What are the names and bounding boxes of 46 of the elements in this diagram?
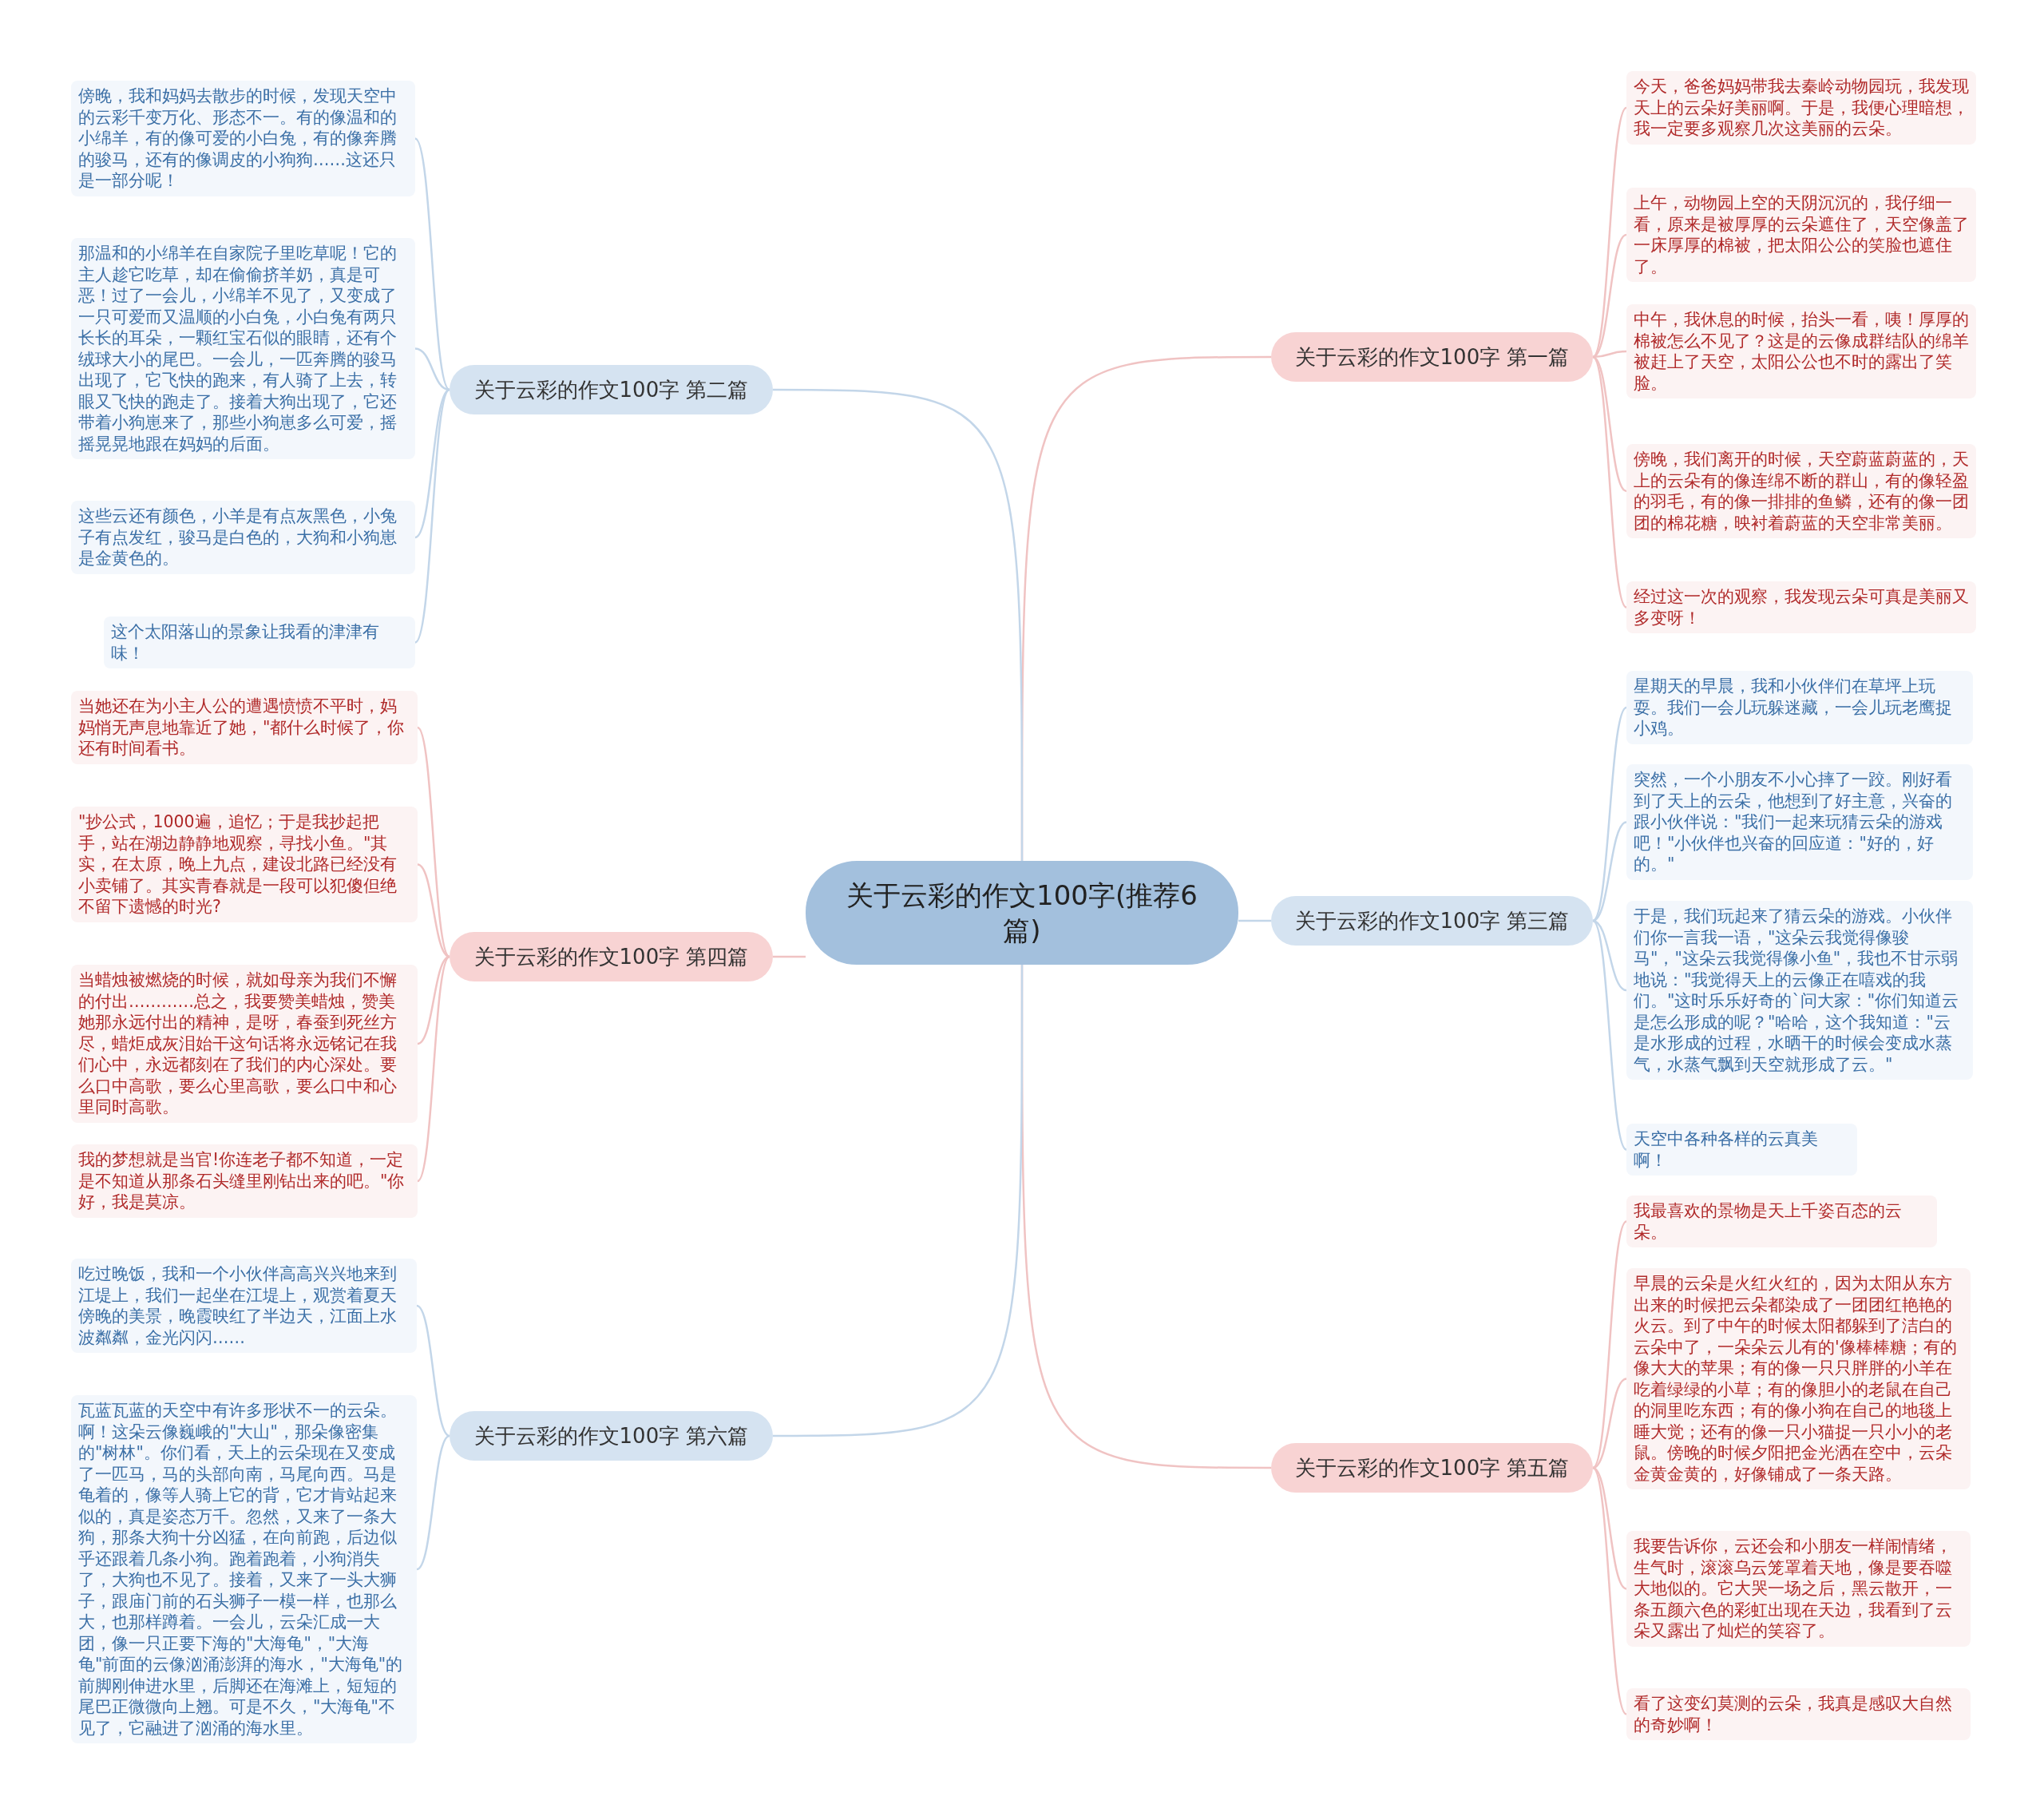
- connector-line: [1592, 107, 1627, 358]
- paragraph-card: 傍晚，我们离开的时候，天空蔚蓝蔚蓝的，天上的云朵有的像连绵不断的群山，有的像轻盈的羽毛，有的像一排排的鱼鳞，还有的像一团团的棉花糖，映衬着蔚蓝的天空非常美丽。: [1626, 444, 1976, 538]
- paragraph-card: 这个太阳落山的景象让我看的津津有味！: [104, 617, 415, 668]
- connector-line: [1592, 1467, 1627, 1715]
- paragraph-card: 瓦蓝瓦蓝的天空中有许多形状不一的云朵。啊！这朵云像巍峨的"大山"，那朵像密集的"树林"。你们看，天上的云朵现在又变成了一匹马，马的头部向南，马尾向西。马是龟着的，像等人骑上它的背，它才肯站起来似的，真是姿态万千。忽然，又来了一条大狗，那条大狗十分凶猛，在向前跑，后边似乎还跟着几条小狗。跑着跑着，小狗消失了，大狗也不见了。接着，又来了一头大狮子，跟庙门前的石头狮子一模一样，也那么大，也那样蹲着。一会儿，云朵汇成一大团，像一只正要下海的"大海龟"，"大海龟"前面的云像汹涌澎湃的海水，"大海龟"的前脚刚伸进水里，后脚还在海滩上，短短的尾巴正微微向上翘。可是不久，"大海龟"不见了，它融进了汹涌的海水里。: [71, 1395, 417, 1743]
- paragraph-card: 吃过晚饭，我和一个小伙伴高高兴兴地来到江堤上，我们一起坐在江堤上，观赏着夏天傍晚的美景，晚霞映红了半边天，江面上水波粼粼，金光闪闪……: [71, 1259, 417, 1353]
- connector-line: [1592, 1220, 1627, 1469]
- connector-line: [414, 137, 450, 391]
- paragraph-card: 经过这一次的观察，我发现云朵可真是美丽又多变呀！: [1626, 581, 1976, 633]
- connector-line: [1592, 707, 1627, 922]
- central-topic-box: 关于云彩的作文100字(推荐6篇): [806, 861, 1238, 965]
- paragraph-card: 当蜡烛被燃烧的时候，就如母亲为我们不懈的付出…………总之，我要赞美蜡烛，赞美她那永远付出的精神，是呀，春蚕到死丝方尽，蜡炬成灰泪始干这句话将永远铭记在我们心中，永远都刻在了我们的内心深处。要么口中高歌，要么心里高歌，要么口中和心里同时高歌。: [71, 965, 418, 1123]
- connector-line: [414, 389, 450, 644]
- paragraph-card: 我的梦想就是当官!你连老子都不知道，一定是不知道从那条石头缝里刚钻出来的吧。"你好，我是莫凉。: [71, 1144, 418, 1218]
- paragraph-card: 那温和的小绵羊在自家院子里吃草呢！它的主人趁它吃草，却在偷偷挤羊奶，真是可恶！过了一会儿，小绵羊不见了，又变成了一只可爱而又温顺的小白兔，小白兔有两只长长的耳朵，一颗红宝石似的眼睛，还有个绒球大小的尾巴。一会儿，一匹奔腾的骏马出现了，它飞快的跑来，有人骑了上去，转眼又飞快的跑走了。接着大狗出现了，它还带着小狗崽来了，那些小狗崽多么可爱，摇摇晃晃地跟在妈妈的后面。: [71, 238, 415, 459]
- paragraph-card: 这些云还有颜色，小羊是有点灰黑色，小兔子有点发红，骏马是白色的，大狗和小狗崽是金黄色的。: [71, 501, 415, 574]
- paragraph-card: 我最喜欢的景物是天上千姿百态的云朵。: [1626, 1195, 1937, 1247]
- connector-line: [773, 965, 1024, 1437]
- paragraph-card: 我要告诉你，云还会和小朋友一样闹情绪，生气时，滚滚乌云笼罩着天地，像是要吞噬大地似的。它大哭一场之后，黑云散开，一条五颜六色的彩虹出现在天边，我看到了云朵又露出了灿烂的笑容了。: [1626, 1531, 1971, 1647]
- paragraph-card: 今天，爸爸妈妈带我去秦岭动物园玩，我发现天上的云朵好美丽啊。于是，我便心理暗想，我一定要多观察几次这美丽的云朵。: [1626, 71, 1976, 145]
- branch-topic-box: 关于云彩的作文100字 第三篇: [1271, 896, 1593, 946]
- paragraph-card: 上午，动物园上空的天阴沉沉的，我仔细一看，原来是被厚厚的云朵遮住了，天空像盖了一床厚厚的棉被，把太阳公公的笑脸也遮住了。: [1626, 188, 1976, 282]
- branch-topic-box: 关于云彩的作文100字 第六篇: [450, 1411, 773, 1461]
- paragraph-card: 傍晚，我和妈妈去散步的时候，发现天空中的云彩千变万化、形态不一。有的像温和的小绵羊，有的像可爱的小白兔，有的像奔腾的骏马，还有的像调皮的小狗狗……这还只是一部分呢！: [71, 81, 415, 196]
- connector-line: [417, 727, 450, 958]
- connector-line: [1238, 919, 1271, 922]
- paragraph-card: 中午，我休息的时候，抬头一看，咦！厚厚的棉被怎么不见了？这是的云像成群结队的绵羊被赶上了天空，太阳公公也不时的露出了笑脸。: [1626, 304, 1976, 398]
- paragraph-card: 看了这变幻莫测的云朵，我真是感叹大自然的奇妙啊！: [1626, 1688, 1971, 1740]
- paragraph-card: 当她还在为小主人公的遭遇愤愤不平时，妈妈悄无声息地靠近了她，"都什么时候了，你还有时间看书。: [71, 691, 418, 764]
- connector-line: [1592, 920, 1627, 1151]
- paragraph-card: "抄公式，1000遍，追忆；于是我抄起把手，站在湖边静静地观察，寻找小鱼。"其实，在太原，晚上九点，建设北路已经没有小卖铺了。其实青春就是一段可以犯傻但绝不留下遗憾的时光?: [71, 807, 418, 922]
- connector-line: [1592, 356, 1627, 609]
- connector-line: [416, 1304, 450, 1437]
- paragraph-card: 于是，我们玩起来了猜云朵的游戏。小伙伴们你一言我一语，"这朵云我觉得像骏马"，"这朵云我觉得像小鱼"，我也不甘示弱地说："我觉得天上的云像正在嘻戏的我们。"这时乐乐好奇的`问大家："你们知道云是怎么形成的呢？"哈哈，这个我知道："云是水形成的过程，水晒干的时候会变成水蒸气，水蒸气飘到天空就形成了云。": [1626, 901, 1973, 1080]
- paragraph-card: 早晨的云朵是火红火红的，因为太阳从东方出来的时候把云朵都染成了一团团红艳艳的火云。到了中午的时候太阳都躲到了洁白的云朵中了，一朵朵云儿有的'像棒棒糖；有的像大大的苹果；有的像一只只胖胖的小羊在吃着绿绿的小草；有的像胆小的老鼠在自己的洞里吃东西；有的像小狗在自己的地毯上睡大觉；还有的像一只小猫捉一只小小的老鼠。傍晚的时候夕阳把金光洒在空中，云朵金黄金黄的，好像铺成了一条天路。: [1626, 1268, 1971, 1489]
- branch-topic-box: 关于云彩的作文100字 第五篇: [1271, 1443, 1593, 1493]
- branch-topic-box: 关于云彩的作文100字 第四篇: [450, 932, 773, 981]
- connector-line: [773, 388, 1024, 861]
- paragraph-card: 星期天的早晨，我和小伙伴们在草坪上玩耍。我们一会儿玩躲迷藏，一会儿玩老鹰捉小鸡。: [1626, 671, 1973, 744]
- connector-line: [773, 955, 806, 958]
- branch-topic-box: 关于云彩的作文100字 第一篇: [1271, 332, 1593, 382]
- connector-line: [417, 956, 450, 1182]
- paragraph-card: 突然，一个小朋友不小心摔了一跤。刚好看到了天上的云朵，他想到了好主意，兴奋的跟小伙伴说："我们一起来玩猜云朵的游戏吧！"小伙伴也兴奋的回应道："好的，好的。": [1626, 764, 1973, 880]
- paragraph-card: 天空中各种各样的云真美啊！: [1626, 1124, 1857, 1176]
- connector-line: [416, 1434, 450, 1571]
- branch-topic-box: 关于云彩的作文100字 第二篇: [450, 365, 773, 414]
